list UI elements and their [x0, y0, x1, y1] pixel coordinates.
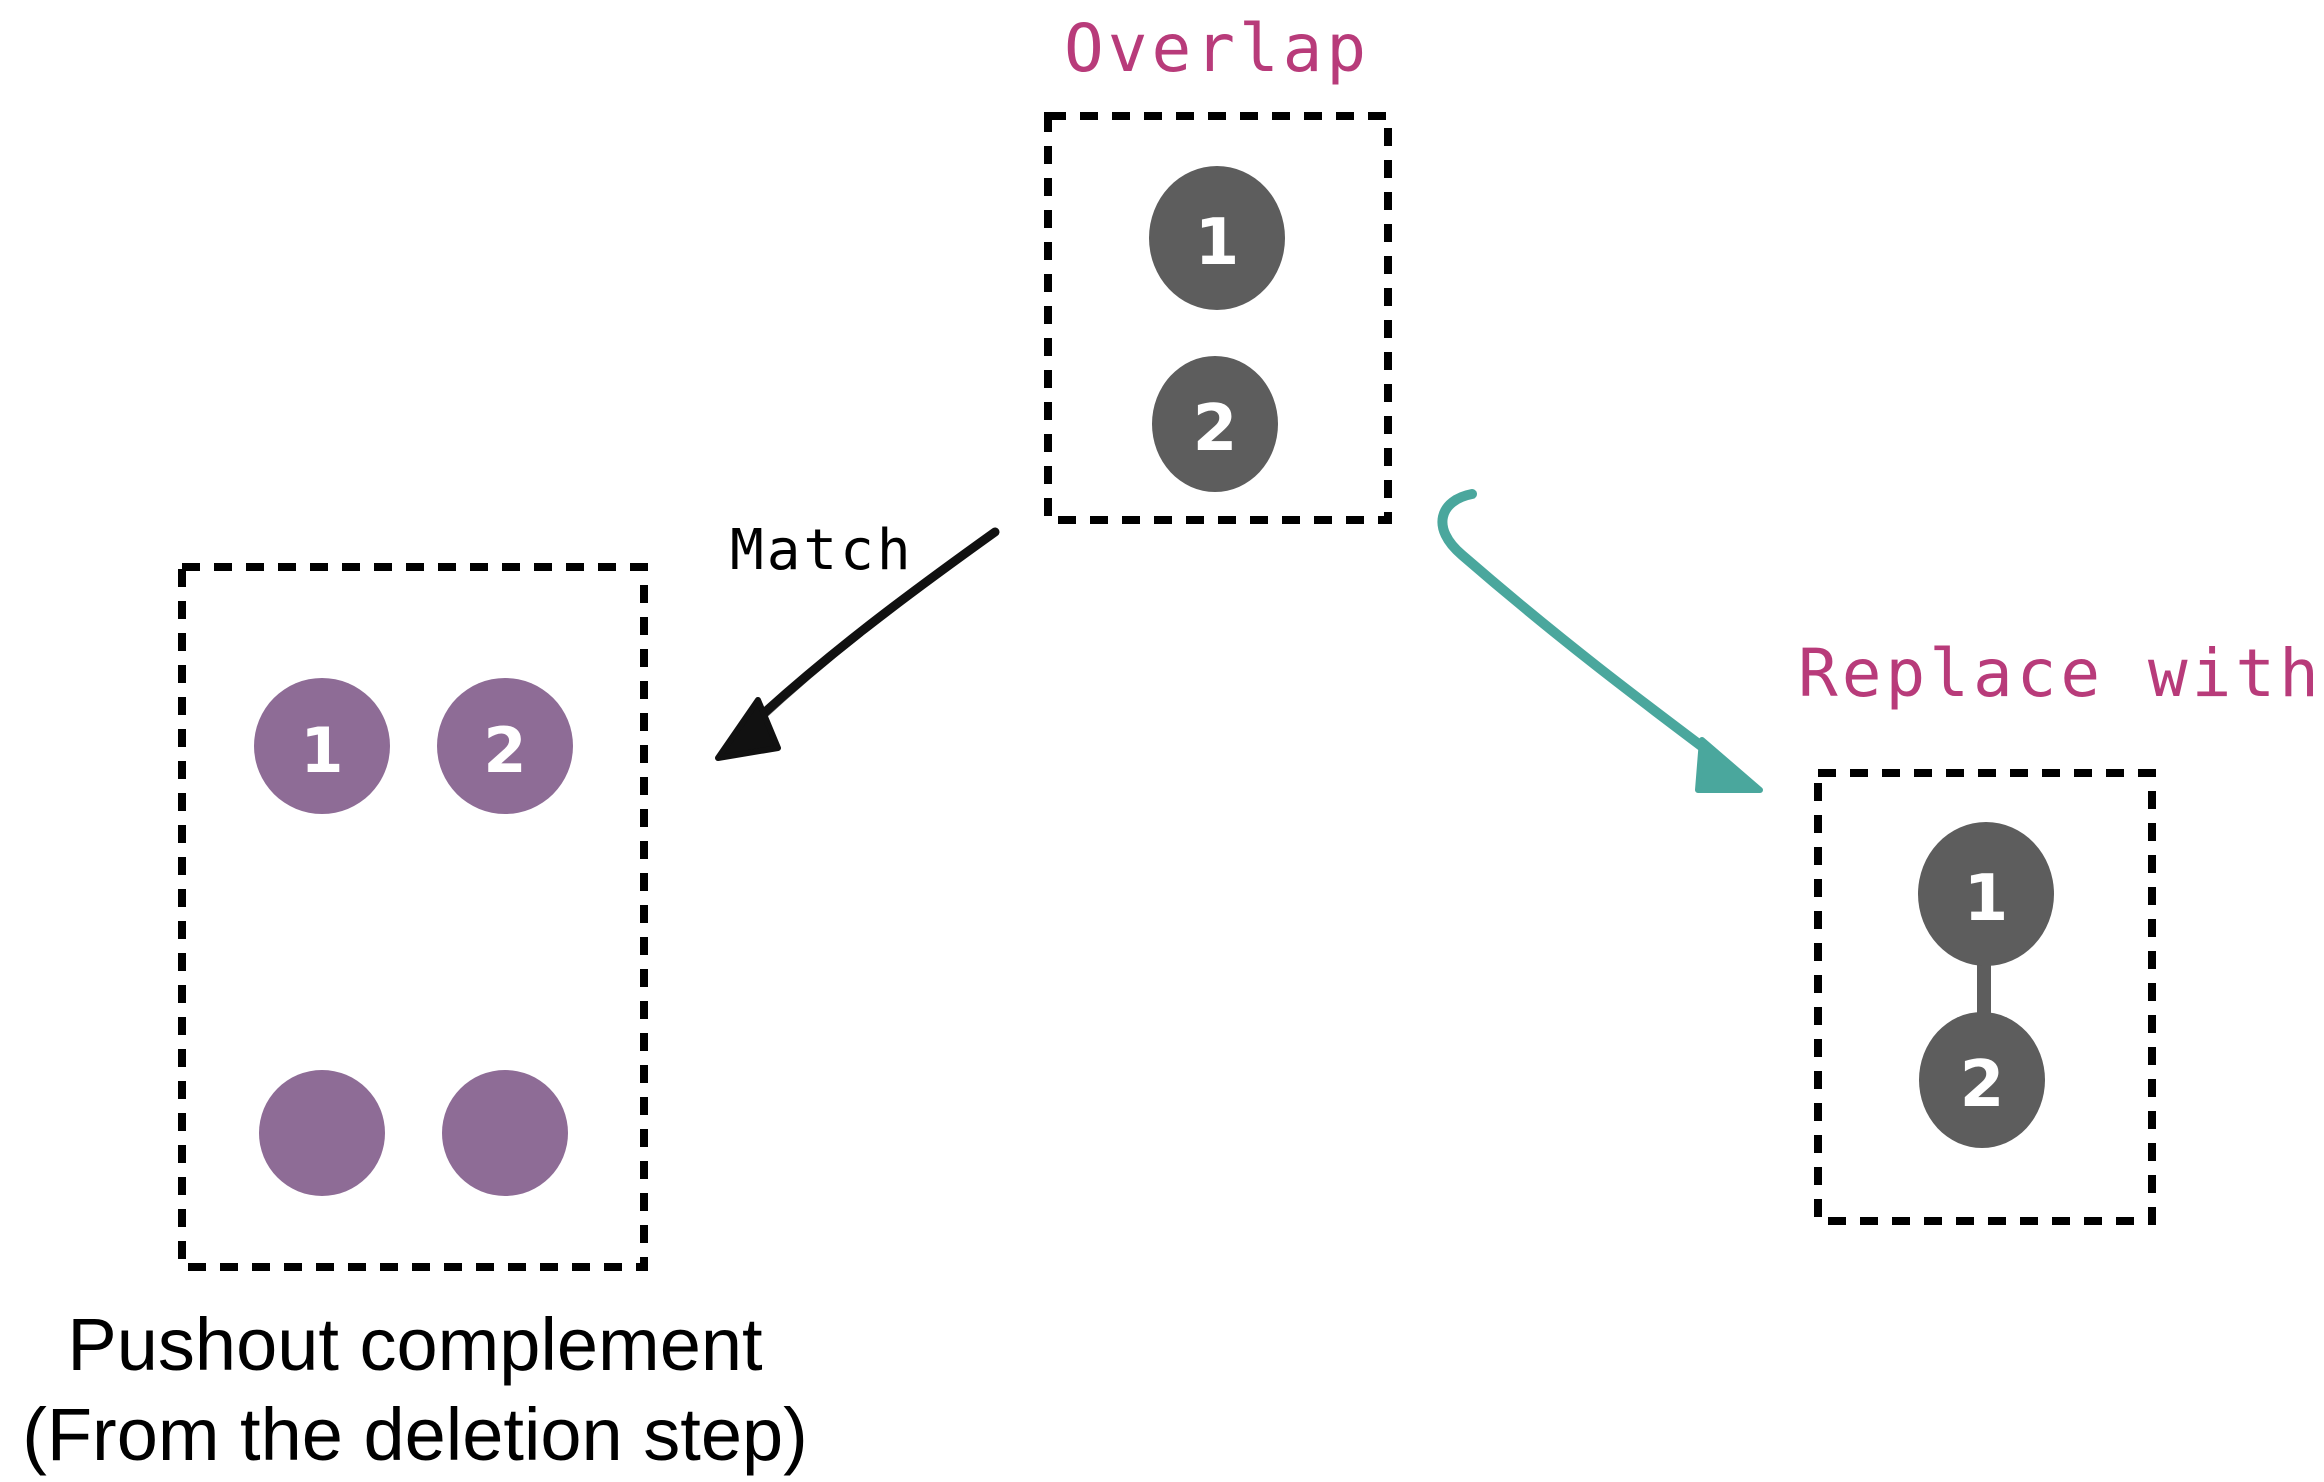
replace-arrow [1437, 489, 1763, 793]
replace-node-2-label: 2 [1960, 1048, 2005, 1122]
caption-line-2: (From the deletion step) [22, 1393, 808, 1476]
overlap-node-2-label: 2 [1193, 392, 1238, 466]
pushout-node-2: 2 [437, 678, 573, 814]
caption-line-1: Pushout complement [67, 1303, 763, 1386]
pushout-node-2-label: 2 [483, 714, 526, 787]
replace-node-1: 1 [1918, 822, 2054, 966]
replace-with-title: Replace with [1798, 635, 2323, 712]
pushout-caption: Pushout complement (From the deletion st… [0, 1300, 830, 1480]
replace-node-1-label: 1 [1964, 862, 2009, 936]
overlap-node-1: 1 [1149, 166, 1285, 310]
overlap-box: 1 2 [1044, 112, 1392, 524]
overlap-node-2: 2 [1152, 356, 1278, 492]
pushout-box: 1 2 [178, 563, 648, 1271]
overlap-node-1-label: 1 [1195, 206, 1240, 280]
pushout-node-4 [442, 1070, 568, 1196]
overlap-title: Overlap [1064, 10, 1371, 87]
replace-node-2: 2 [1919, 1012, 2045, 1148]
pushout-node-1: 1 [254, 678, 390, 814]
match-arrow [715, 527, 1000, 761]
match-label: Match [730, 518, 914, 583]
pushout-node-3 [259, 1070, 385, 1196]
replace-box: 1 2 [1814, 769, 2156, 1225]
pushout-node-1-label: 1 [300, 714, 343, 787]
